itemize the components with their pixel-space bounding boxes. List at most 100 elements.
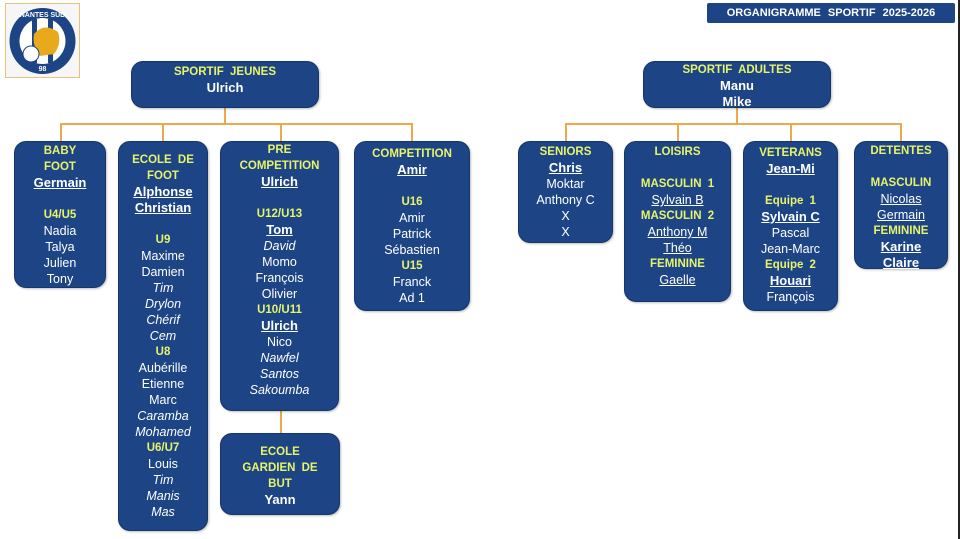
connector xyxy=(565,123,567,141)
section-heading: SPORTIF JEUNES xyxy=(173,66,277,78)
spacer xyxy=(355,178,469,194)
svg-text:NANTES SUD: NANTES SUD xyxy=(20,12,66,19)
connector xyxy=(736,107,738,124)
connector xyxy=(60,123,412,125)
person-name: Mike xyxy=(722,94,752,109)
person-name: Julien xyxy=(43,256,77,270)
section-heading: FOOT xyxy=(44,161,76,173)
person-name: Caramba xyxy=(137,409,189,423)
person-name: Gaelle xyxy=(659,273,696,287)
person-name: Sylvain B xyxy=(651,193,704,207)
section-heading: DETENTES xyxy=(870,145,932,157)
box-ecole-gardien: ECOLE GARDIEN DE BUT Yann xyxy=(220,433,340,515)
section-heading: BUT xyxy=(268,478,292,490)
spacer xyxy=(119,216,207,232)
connector xyxy=(280,123,282,141)
person-name: Tim xyxy=(152,473,174,487)
person-name: Ulrich xyxy=(261,174,298,189)
person-name: Talya xyxy=(45,240,75,254)
person-name: Tony xyxy=(46,272,74,286)
person-name: Etienne xyxy=(141,377,185,391)
connector xyxy=(60,123,62,141)
person-name: Franck xyxy=(392,275,432,289)
person-name: Moktar xyxy=(546,177,585,191)
person-name: Théo xyxy=(663,241,692,255)
person-name: Drylon xyxy=(144,297,182,311)
person-name: Ulrich xyxy=(261,318,298,333)
section-heading: FEMININE xyxy=(873,225,929,237)
person-name: Sébastien xyxy=(384,243,440,257)
person-name: Aubérille xyxy=(138,361,188,375)
person-name: Germain xyxy=(33,175,87,190)
person-name: Louis xyxy=(148,457,178,471)
person-name: Manis xyxy=(146,489,180,503)
section-heading: Equipe 1 xyxy=(765,195,816,207)
person-name: Damien xyxy=(141,265,185,279)
section-heading: COMPETITION xyxy=(239,160,320,172)
person-name: X xyxy=(561,209,570,223)
person-name: Jean-Marc xyxy=(760,242,821,256)
section-heading: U8 xyxy=(155,346,171,358)
person-name: Chris xyxy=(548,160,583,175)
chart-title: ORGANIGRAMME SPORTIF 2025-2026 xyxy=(707,3,955,23)
connector xyxy=(790,123,792,141)
person-name: Anthony M xyxy=(647,225,708,239)
box-sportif-jeunes: SPORTIF JEUNES Ulrich xyxy=(131,61,319,108)
person-name: Nawfel xyxy=(260,351,299,365)
person-name: Manu xyxy=(720,78,754,93)
section-heading: VETERANS xyxy=(759,147,822,159)
person-name: Nadia xyxy=(43,224,77,238)
person-name: Maxime xyxy=(141,249,185,263)
person-name: Marc xyxy=(149,393,177,407)
section-heading: MASCULIN 1 xyxy=(640,178,715,190)
connector xyxy=(677,123,679,141)
section-heading: COMPETITION xyxy=(372,148,452,160)
section-heading: ECOLE DE xyxy=(132,154,194,166)
person-name: Chérif xyxy=(146,313,180,327)
person-name: Tom xyxy=(266,222,293,237)
person-name: Mas xyxy=(151,505,175,519)
spacer xyxy=(15,191,105,207)
lion-crest-icon: NANTES SUD 98 xyxy=(9,8,76,74)
person-name: Yann xyxy=(264,492,296,507)
section-heading: U10/U11 xyxy=(257,304,302,316)
person-name: François xyxy=(255,271,304,285)
person-name: Pascal xyxy=(771,226,810,240)
person-name: Santos xyxy=(260,367,299,381)
spacer xyxy=(625,160,730,176)
section-heading: Equipe 2 xyxy=(765,259,816,271)
person-name: François xyxy=(766,290,815,304)
section-heading: GARDIEN DE xyxy=(242,462,318,474)
person-name: Amir xyxy=(399,211,425,225)
club-logo: NANTES SUD 98 xyxy=(5,3,80,78)
person-name: Mohamed xyxy=(135,425,191,439)
person-name: Nicolas xyxy=(880,192,922,206)
person-name: Christian xyxy=(134,200,192,215)
person-name: Anthony C xyxy=(536,193,595,207)
person-name: Cem xyxy=(149,329,177,343)
person-name: X xyxy=(561,225,570,239)
section-heading: SENIORS xyxy=(539,146,592,158)
svg-text:98: 98 xyxy=(39,66,47,73)
connector xyxy=(411,123,413,141)
person-name: Sylvain C xyxy=(761,209,820,224)
section-heading: ECOLE xyxy=(260,446,300,458)
section-heading: SPORTIF ADULTES xyxy=(682,64,792,76)
person-name: Houari xyxy=(769,273,812,288)
spacer xyxy=(855,159,947,175)
connector xyxy=(224,107,226,124)
person-name: Germain xyxy=(877,208,925,222)
section-heading: U12/U13 xyxy=(256,208,303,220)
section-heading: FEMININE xyxy=(650,258,705,270)
spacer xyxy=(744,177,837,193)
section-heading: U9 xyxy=(155,234,171,246)
person-name: Ulrich xyxy=(206,80,244,95)
